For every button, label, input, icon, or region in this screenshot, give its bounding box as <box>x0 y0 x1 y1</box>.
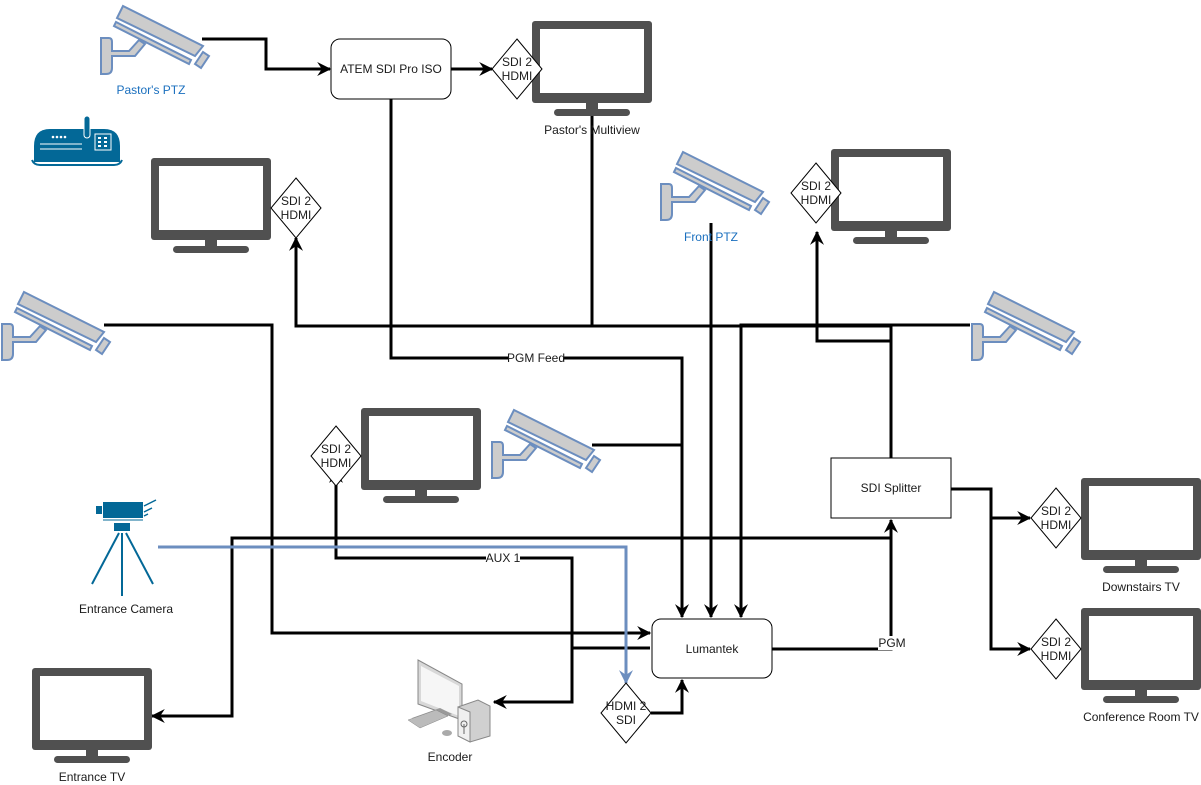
converter-label-line1: SDI 2 <box>321 442 351 456</box>
wire-aux1-to-encoder <box>492 648 574 709</box>
sdi2hdmi-converter-upper-left[interactable]: SDI 2 HDMI <box>270 177 322 239</box>
ptz-camera-icon <box>100 5 210 75</box>
sdi2hdmi-converter-upper-right[interactable]: SDI 2 HDMI <box>790 162 842 224</box>
encoder-label: Encoder <box>428 750 473 764</box>
pastors-multiview-label: Pastor's Multiview <box>544 123 640 137</box>
video-camera-icon <box>91 499 157 596</box>
monitor-center-node[interactable] <box>361 408 481 503</box>
lumantek-label: Lumantek <box>686 642 740 656</box>
converter-label-line2: HDMI <box>801 193 832 207</box>
converter-label-line2: HDMI <box>281 208 312 222</box>
entrance-camera-node[interactable]: Entrance Camera <box>79 499 173 616</box>
converter-label-line2: HDMI <box>1041 518 1072 532</box>
monitor-icon <box>1081 478 1201 573</box>
conference-room-tv-node[interactable]: Conference Room TV <box>1081 608 1201 724</box>
ptz-camera-icon <box>1 291 111 361</box>
front-ptz-label: Front PTZ <box>684 230 738 244</box>
converter-label-line2: HDMI <box>1041 649 1072 663</box>
wires <box>104 37 1032 723</box>
sdi-splitter-node[interactable]: SDI Splitter <box>830 457 952 519</box>
converter-label-line1: HDMI 2 <box>606 699 647 713</box>
converter-label-line2: SDI <box>616 713 636 727</box>
edge-label-aux1: AUX 1 <box>486 551 521 565</box>
sdi2hdmi-converter-conference[interactable]: SDI 2 HDMI <box>1030 618 1082 680</box>
edge-label-pgm: PGM <box>878 636 905 650</box>
pastors-ptz-camera-node[interactable]: Pastor's PTZ <box>100 5 210 97</box>
computer-icon <box>407 659 491 743</box>
entrance-tv-node[interactable]: Entrance TV <box>32 668 152 784</box>
ptz-camera-icon <box>660 151 770 221</box>
entrance-tv-label: Entrance TV <box>59 770 125 784</box>
wire-splitter-to-downstairs <box>951 487 1032 525</box>
left-camera-node[interactable] <box>1 291 111 361</box>
wire-left-camera-to-lumantek <box>104 323 652 640</box>
converter-label-line1: SDI 2 <box>502 55 532 69</box>
encoder-node[interactable]: Encoder <box>407 659 491 764</box>
monitor-icon <box>32 668 152 763</box>
sdi2hdmi-converter-downstairs[interactable]: SDI 2 HDMI <box>1030 487 1082 549</box>
converter-label-line1: SDI 2 <box>1041 635 1071 649</box>
sdi2hdmi-converter-center[interactable]: SDI 2 HDMI <box>310 425 362 487</box>
lumantek-switcher-node[interactable]: Lumantek <box>651 618 773 679</box>
monitor-icon <box>1081 608 1201 703</box>
wire-splitter-to-upper-right-monitor <box>810 230 893 458</box>
monitor-icon <box>361 408 481 503</box>
center-camera-node[interactable] <box>491 409 601 479</box>
ptz-camera-icon <box>491 409 601 479</box>
monitor-icon <box>532 21 652 116</box>
edge-labels: PGM Feed AUX 1 PGM <box>486 351 906 650</box>
sdi-splitter-label: SDI Splitter <box>861 481 922 495</box>
pastors-ptz-label: Pastor's PTZ <box>117 83 186 97</box>
ptz-camera-icon <box>971 291 1081 361</box>
wire-aux1-to-center-monitor <box>329 468 650 650</box>
monitor-icon <box>831 149 951 244</box>
entrance-camera-label: Entrance Camera <box>79 602 173 616</box>
monitor-icon <box>151 158 271 253</box>
wire-entrance-camera-hdmi <box>158 545 633 685</box>
wire-bus-to-upper-left-monitor <box>289 236 592 328</box>
wire-hdmi2sdi-to-lumantek <box>651 678 689 715</box>
converter-label-line1: SDI 2 <box>281 194 311 208</box>
converter-label-line2: HDMI <box>502 69 533 83</box>
sdi2hdmi-converter-multiview[interactable]: SDI 2 HDMI <box>491 38 543 100</box>
converter-label-line1: SDI 2 <box>1041 504 1071 518</box>
wire-splitter-to-conference <box>989 518 1032 656</box>
pastors-multiview-node[interactable]: Pastor's Multiview <box>532 21 652 137</box>
downstairs-tv-node[interactable]: Downstairs TV <box>1081 478 1201 594</box>
monitor-upper-left-node[interactable] <box>151 158 271 253</box>
atem-switcher-node[interactable]: ATEM SDI Pro ISO <box>330 38 452 100</box>
wire-right-camera-to-lumantek <box>734 323 970 619</box>
wire-pastors-ptz-to-atem <box>202 37 332 76</box>
atem-label: ATEM SDI Pro ISO <box>340 62 442 76</box>
edge-label-pgm-feed: PGM Feed <box>507 351 565 365</box>
ptz-controller-node[interactable] <box>31 115 123 166</box>
monitor-upper-right-node[interactable] <box>831 149 951 244</box>
downstairs-tv-label: Downstairs TV <box>1102 580 1180 594</box>
converter-label-line1: SDI 2 <box>801 179 831 193</box>
right-camera-node[interactable] <box>971 291 1081 361</box>
conference-room-tv-label: Conference Room TV <box>1083 710 1199 724</box>
front-ptz-camera-node[interactable]: Front PTZ <box>660 151 770 244</box>
converter-label-line2: HDMI <box>321 456 352 470</box>
wire-splitter-to-entrance-tv <box>150 536 891 723</box>
hdmi2sdi-converter[interactable]: HDMI 2 SDI <box>600 682 652 744</box>
ptz-controller-icon <box>31 115 123 166</box>
